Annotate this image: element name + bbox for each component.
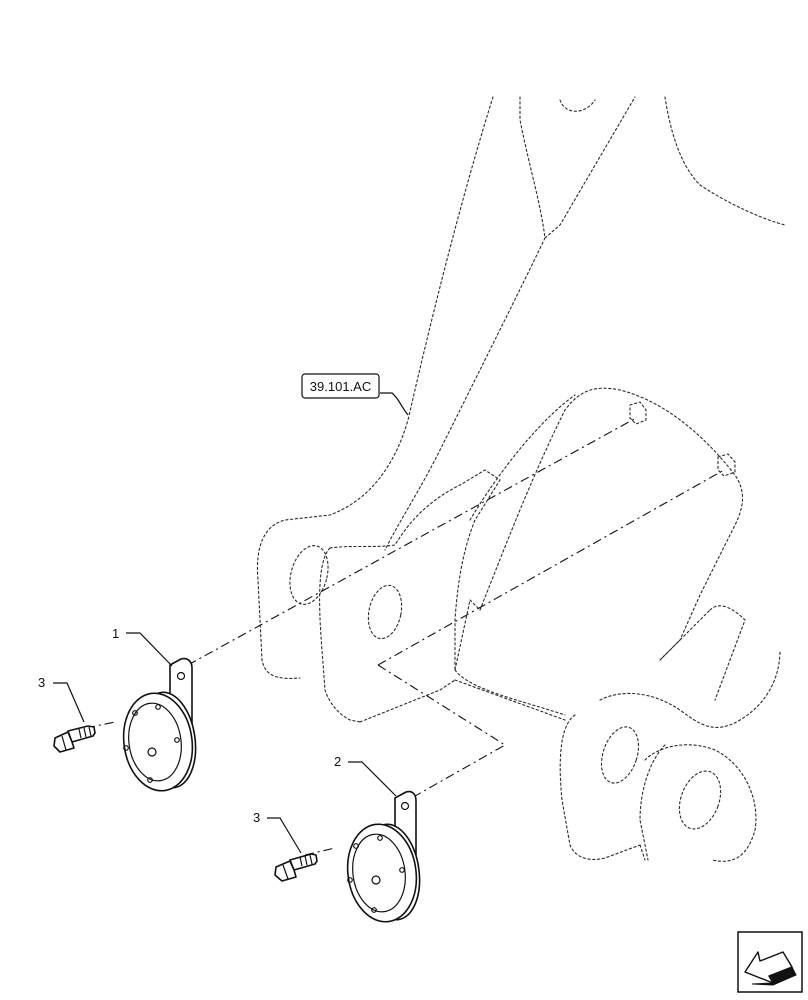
horn-2	[346, 790, 421, 923]
view-direction-arrow-icon[interactable]	[737, 931, 803, 993]
horn-1	[122, 657, 197, 792]
reference-box[interactable]: 39.101.AC	[301, 373, 380, 399]
loader-frame-outline	[256, 96, 786, 862]
bolt-upper	[53, 725, 96, 753]
callout-bolt-upper: 3	[38, 675, 45, 690]
callout-horn-2: 2	[334, 754, 341, 769]
bolt-lower	[274, 853, 318, 882]
leader-lines	[53, 392, 409, 854]
reference-label[interactable]: 39.101.AC	[310, 379, 371, 394]
callout-bolt-lower: 3	[253, 810, 260, 825]
assembly-lines	[85, 417, 725, 856]
callout-horn-1: 1	[112, 626, 119, 641]
